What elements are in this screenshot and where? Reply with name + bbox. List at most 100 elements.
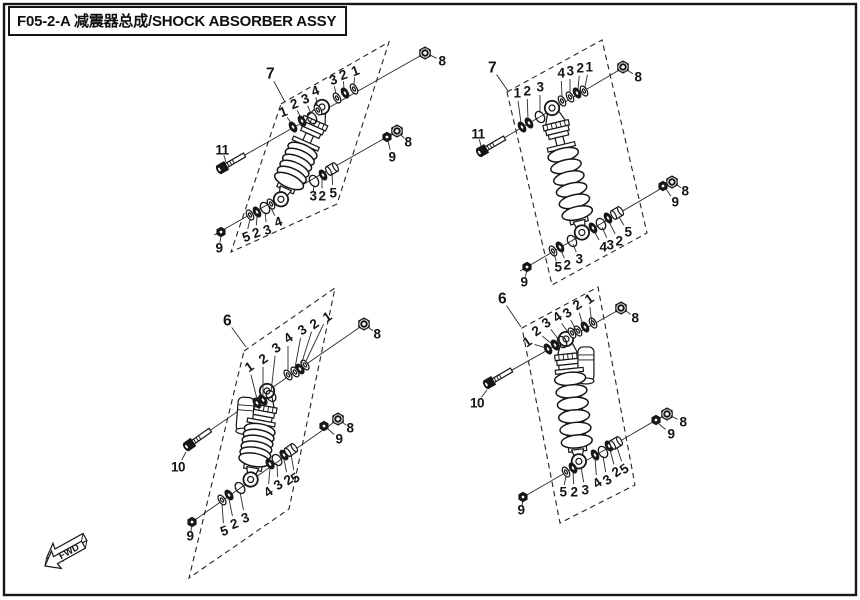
callout-1: 1 bbox=[320, 308, 335, 325]
assembly-outline bbox=[230, 40, 390, 254]
part-washer bbox=[561, 466, 571, 478]
part-nut8 bbox=[358, 317, 370, 331]
part-nut8 bbox=[615, 301, 627, 315]
callout-leader bbox=[256, 215, 258, 226]
part-nut8 bbox=[666, 175, 678, 189]
callout-5: 5 bbox=[624, 225, 632, 240]
part-oring bbox=[306, 111, 318, 125]
assembly-outline bbox=[506, 39, 648, 286]
callout-leader bbox=[608, 221, 616, 235]
callout-leader bbox=[367, 326, 374, 332]
callout-leader bbox=[331, 172, 334, 186]
part-bolt bbox=[215, 152, 247, 175]
callout-leader bbox=[670, 415, 678, 420]
callout-1: 1 bbox=[520, 333, 535, 350]
part-washer_dark bbox=[543, 343, 553, 355]
shock-absorber-body bbox=[542, 99, 594, 241]
callout-leader bbox=[526, 98, 529, 120]
part-oring bbox=[597, 445, 609, 459]
callout-2: 2 bbox=[576, 61, 583, 76]
part-washer bbox=[548, 245, 558, 257]
callout-3: 3 bbox=[299, 90, 312, 107]
callout-leader bbox=[577, 75, 580, 90]
callout-6: 6 bbox=[498, 291, 507, 308]
part-nut8 bbox=[661, 407, 673, 421]
callout-10: 10 bbox=[470, 396, 484, 411]
callout-8: 8 bbox=[438, 54, 446, 69]
part-washer_dark bbox=[590, 449, 600, 461]
callout-leader bbox=[496, 74, 509, 92]
callout-leader bbox=[534, 343, 547, 349]
part-washer_dark bbox=[603, 212, 613, 224]
part-washer_dark bbox=[288, 121, 298, 133]
callout-3: 3 bbox=[239, 509, 252, 526]
callout-3: 3 bbox=[269, 339, 284, 356]
callout-leader bbox=[239, 491, 244, 511]
part-washer bbox=[557, 95, 567, 107]
part-washer_dark bbox=[517, 121, 527, 133]
callout-leader bbox=[624, 309, 631, 315]
part-nut9 bbox=[651, 414, 661, 426]
callout-leader bbox=[572, 243, 577, 253]
callout-1: 1 bbox=[513, 86, 521, 101]
part-washer bbox=[283, 369, 293, 381]
callout-2: 2 bbox=[529, 323, 543, 339]
callout-leader bbox=[560, 80, 563, 98]
callout-9: 9 bbox=[388, 150, 395, 165]
callout-leader bbox=[570, 319, 578, 333]
callout-leader bbox=[228, 498, 233, 517]
callout-2: 2 bbox=[570, 297, 584, 313]
callout-leader bbox=[561, 323, 571, 336]
part-washer bbox=[290, 366, 300, 378]
part-washer_dark bbox=[258, 394, 268, 406]
part-washer_dark bbox=[318, 169, 328, 181]
part-bolt bbox=[475, 135, 507, 158]
part-washer bbox=[313, 104, 323, 116]
callout-leader bbox=[190, 524, 193, 532]
callout-8: 8 bbox=[346, 421, 354, 436]
callout-leader bbox=[294, 337, 301, 369]
callout-3: 3 bbox=[575, 252, 583, 267]
callout-leader bbox=[250, 374, 258, 400]
callout-leader bbox=[290, 453, 295, 471]
callout-6: 6 bbox=[223, 313, 232, 330]
callout-9: 9 bbox=[520, 275, 527, 290]
callout-2: 2 bbox=[337, 67, 349, 83]
callout-3: 3 bbox=[536, 80, 544, 95]
part-oring bbox=[534, 110, 546, 124]
callout-leader bbox=[521, 499, 524, 506]
part-spacer bbox=[608, 436, 624, 450]
callout-leader bbox=[341, 421, 347, 426]
callout-leader bbox=[387, 140, 391, 150]
callout-1: 1 bbox=[585, 60, 593, 75]
callout-leader bbox=[602, 455, 607, 473]
callout-leader bbox=[399, 133, 405, 139]
bolt-axis-line bbox=[191, 417, 341, 523]
callout-4: 4 bbox=[557, 66, 565, 81]
callout-leader bbox=[315, 97, 318, 106]
part-washer_dark bbox=[340, 87, 350, 99]
part-nut9 bbox=[216, 226, 226, 238]
part-washer bbox=[332, 92, 342, 104]
part-bolt bbox=[182, 427, 213, 452]
callout-9: 9 bbox=[215, 241, 222, 256]
part-washer bbox=[565, 91, 575, 103]
callout-4: 4 bbox=[272, 213, 285, 230]
callout-leader bbox=[580, 466, 585, 483]
spring-coil bbox=[561, 204, 594, 222]
callout-2: 2 bbox=[523, 84, 530, 99]
part-washer bbox=[245, 209, 255, 221]
callout-1: 1 bbox=[582, 290, 597, 307]
callout-leader bbox=[589, 306, 593, 326]
callout-leader bbox=[481, 389, 488, 398]
callout-10: 10 bbox=[171, 460, 185, 475]
part-washer bbox=[217, 494, 227, 506]
callout-leader bbox=[343, 81, 345, 90]
shock-reservoir bbox=[577, 346, 595, 385]
part-washer_dark bbox=[588, 222, 598, 234]
callout-leader bbox=[286, 117, 293, 125]
